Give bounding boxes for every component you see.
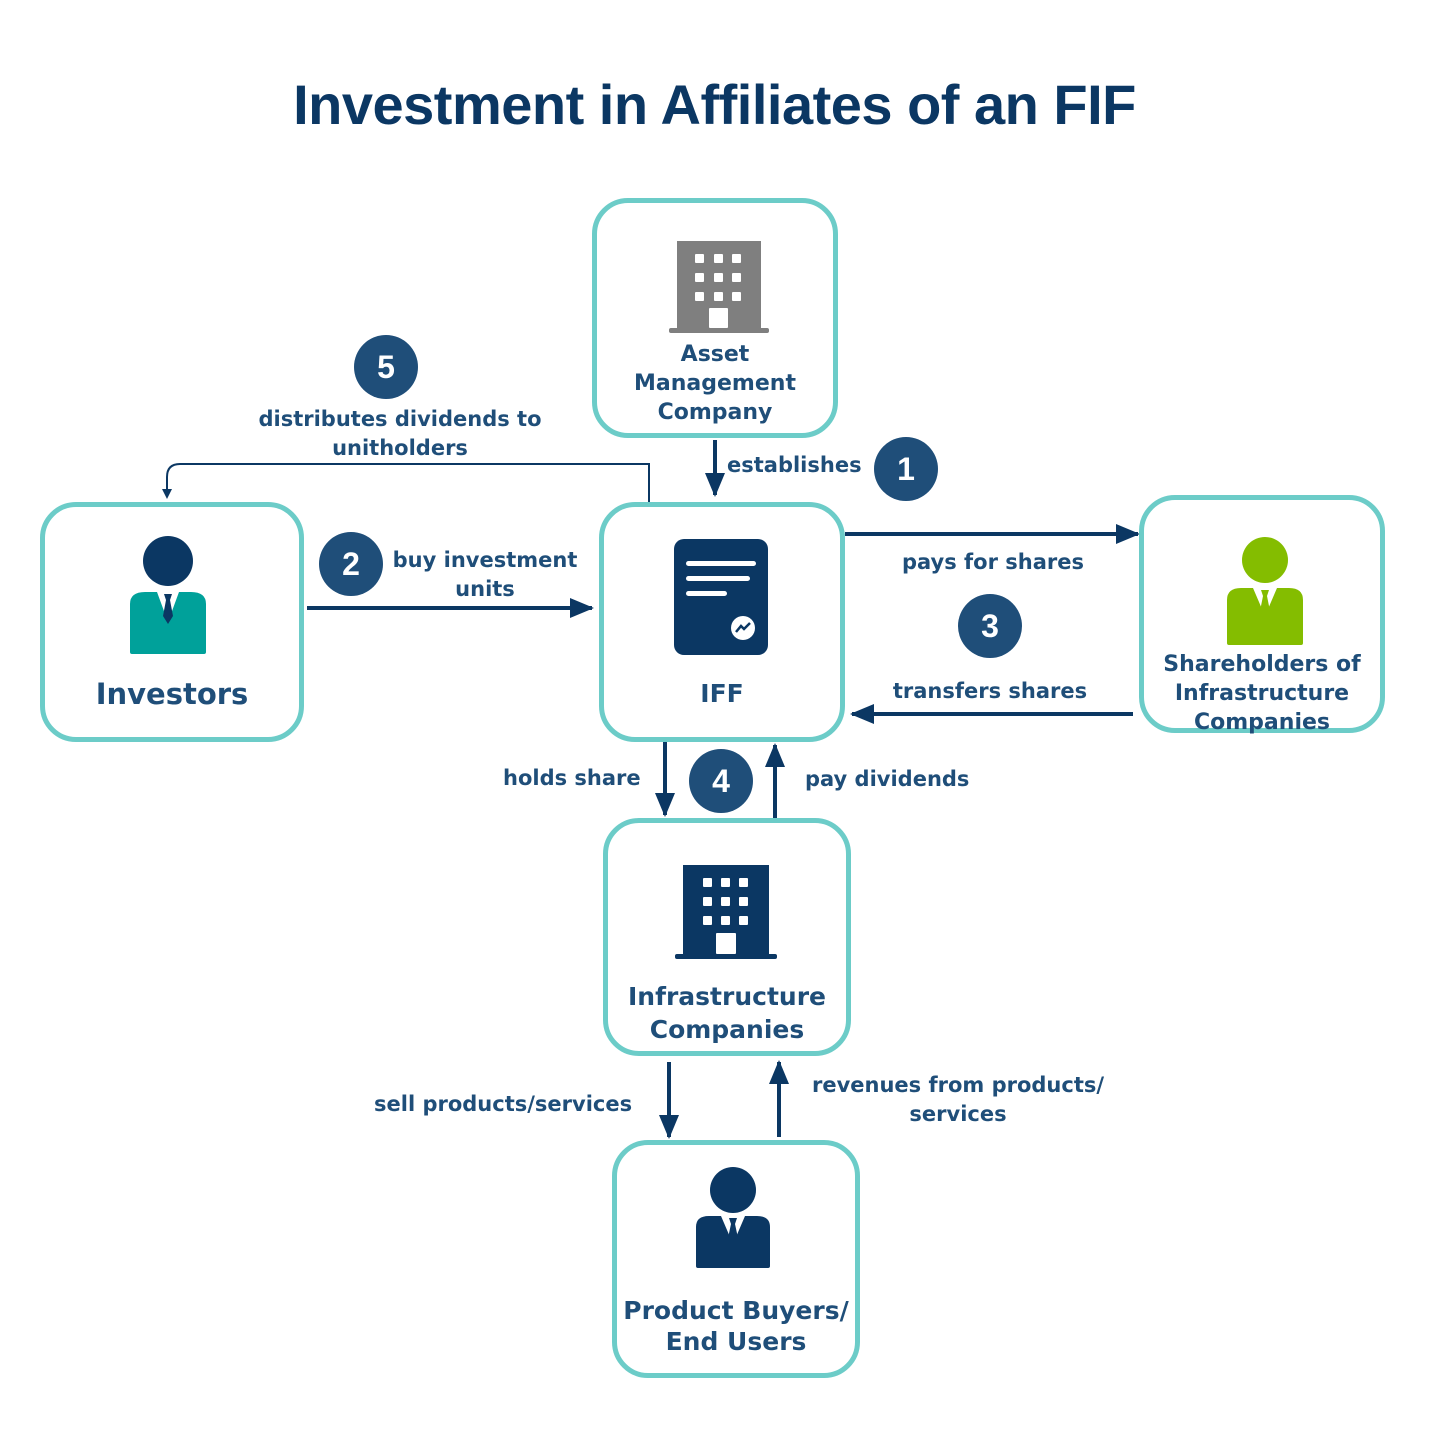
step-badge-1: 1 (874, 437, 938, 501)
infrastructure-label-line: Companies (649, 1015, 805, 1044)
investors-label: Investors (95, 677, 249, 711)
page-title: Investment in Affiliates of an FIF (293, 73, 1136, 136)
person-icon (130, 536, 206, 654)
building-icon (669, 241, 769, 333)
node-shareholders[interactable]: Shareholders of Infrastructure Companies (1139, 495, 1385, 735)
shareholders-label-line: Shareholders of (1163, 652, 1361, 677)
node-asset-management[interactable]: Asset Management Company (592, 198, 838, 438)
node-iff[interactable]: IFF (599, 502, 845, 742)
infrastructure-label-line: Infrastructure (628, 982, 826, 1011)
buyers-label-line: End Users (665, 1327, 807, 1356)
label-buy-units: units (455, 577, 515, 601)
shareholders-label-line: Infrastructure (1174, 681, 1350, 706)
label-distributes: distributes dividends to (258, 407, 542, 431)
label-establishes: establishes (727, 453, 862, 477)
label-revenues: services (909, 1102, 1007, 1126)
step-badge-4: 4 (689, 749, 753, 813)
step-badge-5: 5 (354, 335, 418, 399)
label-holds-share: holds share (503, 766, 641, 790)
person-icon (696, 1167, 770, 1268)
label-revenues: revenues from products/ (811, 1073, 1105, 1097)
iff-label: IFF (700, 679, 744, 708)
document-chart-icon (674, 539, 768, 655)
label-buy-units: buy investment (392, 548, 578, 572)
asset-management-label-line: Management (634, 371, 796, 396)
label-sell-products: sell products/services (374, 1092, 633, 1116)
node-infrastructure[interactable]: Infrastructure Companies (603, 818, 851, 1056)
label-transfers-shares: transfers shares (892, 679, 1088, 703)
buyers-label-line: Product Buyers/ (623, 1296, 849, 1325)
step-badge-2: 2 (319, 532, 383, 596)
person-icon (1227, 537, 1303, 645)
arrow-distributes-dividends (162, 463, 650, 503)
building-icon (675, 865, 777, 959)
node-buyers[interactable]: Product Buyers/ End Users (612, 1140, 860, 1378)
asset-management-label-line: Company (657, 400, 773, 425)
shareholders-label-line: Companies (1194, 710, 1330, 735)
label-distributes: unitholders (332, 436, 468, 460)
label-pay-dividends: pay dividends (805, 767, 970, 791)
label-pays-for-shares: pays for shares (901, 550, 1084, 574)
node-investors[interactable]: Investors (40, 502, 304, 742)
asset-management-label-line: Asset (680, 342, 750, 367)
step-badge-3: 3 (958, 594, 1022, 658)
